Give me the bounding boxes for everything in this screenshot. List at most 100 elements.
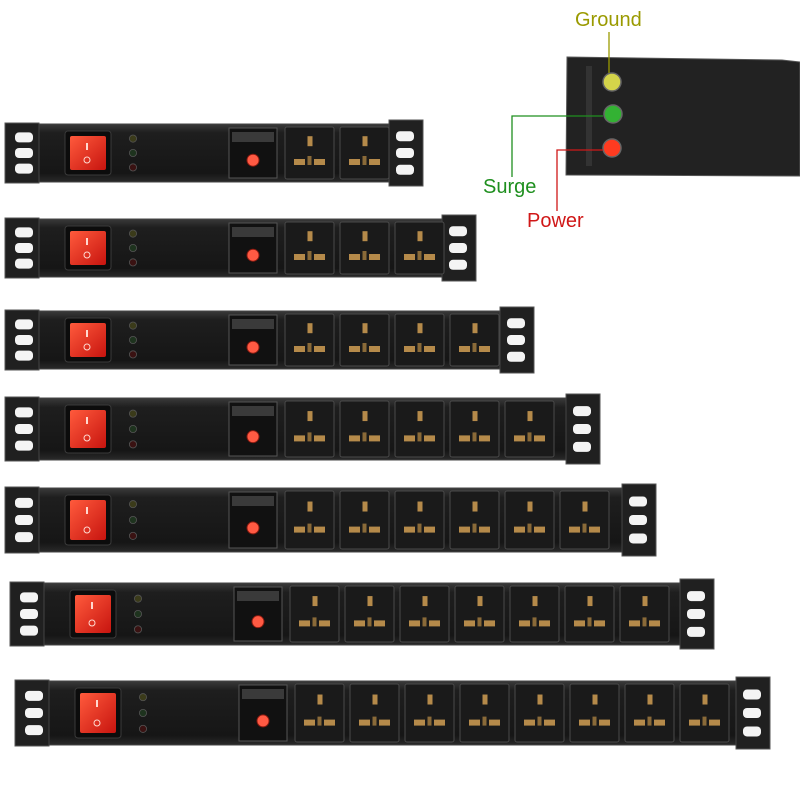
socket-ground-pin [582, 501, 588, 512]
inset-chassis [565, 56, 800, 177]
pdu-unit [4, 483, 657, 557]
pdu-unit [14, 676, 771, 750]
socket-slot-right [424, 526, 435, 533]
mount-slot [629, 515, 647, 525]
breaker-label-plate [232, 227, 274, 237]
universal-socket [339, 400, 390, 458]
socket-slot-left [629, 620, 640, 627]
socket-slot-left [579, 719, 590, 726]
socket-slot-right [369, 159, 380, 165]
socket-slot-center [702, 716, 707, 726]
socket-slot-left [304, 719, 315, 726]
socket-slot-center [372, 716, 377, 726]
socket-slot-right [544, 719, 555, 726]
red-rocker-switch [70, 500, 106, 540]
mount-slot [15, 163, 33, 174]
socket-slot-left [404, 254, 415, 260]
mount-slot [396, 131, 414, 142]
socket-ground-pin [472, 501, 478, 512]
socket-slot-right [594, 620, 605, 627]
socket-slot-center [362, 156, 367, 165]
mounting-ear-right [735, 676, 771, 750]
mount-slot [25, 725, 43, 736]
red-rocker-switch [80, 693, 116, 733]
socket-slot-center [472, 523, 477, 533]
mount-slot [687, 626, 705, 637]
socket-slot-left [524, 719, 535, 726]
mount-slot [15, 243, 33, 253]
power-leader-line [556, 149, 603, 211]
breaker-label-plate [237, 591, 279, 601]
indicator-led [133, 594, 142, 603]
mount-slot [15, 532, 33, 543]
socket-slot-right [314, 526, 325, 533]
socket-ground-pin [587, 596, 593, 607]
indicator-led [128, 500, 137, 509]
switch-off-mark [93, 719, 101, 727]
switch-off-mark [83, 434, 91, 442]
breaker-label-plate [232, 406, 274, 416]
mount-slot [573, 441, 591, 452]
indicator-led [138, 693, 147, 702]
universal-socket [284, 400, 335, 458]
surge-leader-line [511, 115, 603, 177]
indicator-led [138, 709, 147, 718]
socket-slot-right [479, 435, 490, 442]
socket-slot-right [369, 435, 380, 442]
socket-slot-center [362, 523, 367, 533]
mount-slot [396, 164, 414, 175]
universal-socket [449, 490, 500, 550]
mount-slot [507, 318, 525, 329]
socket-slot-right [379, 719, 390, 726]
socket-slot-center [417, 432, 422, 442]
socket-ground-pin [702, 694, 708, 705]
universal-socket [339, 221, 390, 275]
socket-slot-left [464, 620, 475, 627]
mount-slot [15, 132, 33, 143]
universal-socket [504, 400, 555, 458]
universal-socket [394, 490, 445, 550]
socket-ground-pin [427, 694, 433, 705]
socket-ground-pin [362, 323, 368, 334]
socket-ground-pin [362, 136, 368, 147]
socket-slot-left [459, 526, 470, 533]
socket-ground-pin [417, 231, 423, 242]
socket-slot-left [349, 346, 360, 352]
socket-slot-left [349, 254, 360, 260]
socket-ground-pin [367, 596, 373, 607]
socket-slot-center [307, 432, 312, 442]
mount-slot [25, 690, 43, 701]
socket-ground-pin [307, 323, 313, 334]
socket-ground-pin [372, 694, 378, 705]
socket-slot-right [324, 719, 335, 726]
switch-on-mark [86, 507, 88, 514]
socket-slot-left [459, 346, 470, 352]
universal-socket [394, 400, 445, 458]
socket-slot-right [374, 620, 385, 627]
socket-slot-left [409, 620, 420, 627]
socket-slot-center [362, 251, 367, 260]
red-rocker-switch [75, 595, 111, 633]
socket-slot-right [424, 254, 435, 260]
indicator-led [128, 335, 137, 344]
universal-socket [619, 585, 670, 643]
socket-slot-left [354, 620, 365, 627]
universal-socket [624, 683, 675, 743]
universal-socket [509, 585, 560, 643]
socket-slot-left [349, 526, 360, 533]
socket-slot-center [477, 617, 482, 627]
mount-slot [743, 708, 761, 718]
surge-led [603, 104, 623, 124]
universal-socket [284, 221, 335, 275]
universal-socket [399, 585, 450, 643]
socket-ground-pin [527, 501, 533, 512]
universal-socket [454, 585, 505, 643]
socket-ground-pin [417, 501, 423, 512]
socket-slot-left [469, 719, 480, 726]
mount-slot [743, 726, 761, 737]
socket-ground-pin [307, 411, 313, 422]
universal-socket [339, 313, 390, 367]
socket-ground-pin [482, 694, 488, 705]
universal-socket [459, 683, 510, 743]
switch-off-mark [88, 619, 96, 627]
